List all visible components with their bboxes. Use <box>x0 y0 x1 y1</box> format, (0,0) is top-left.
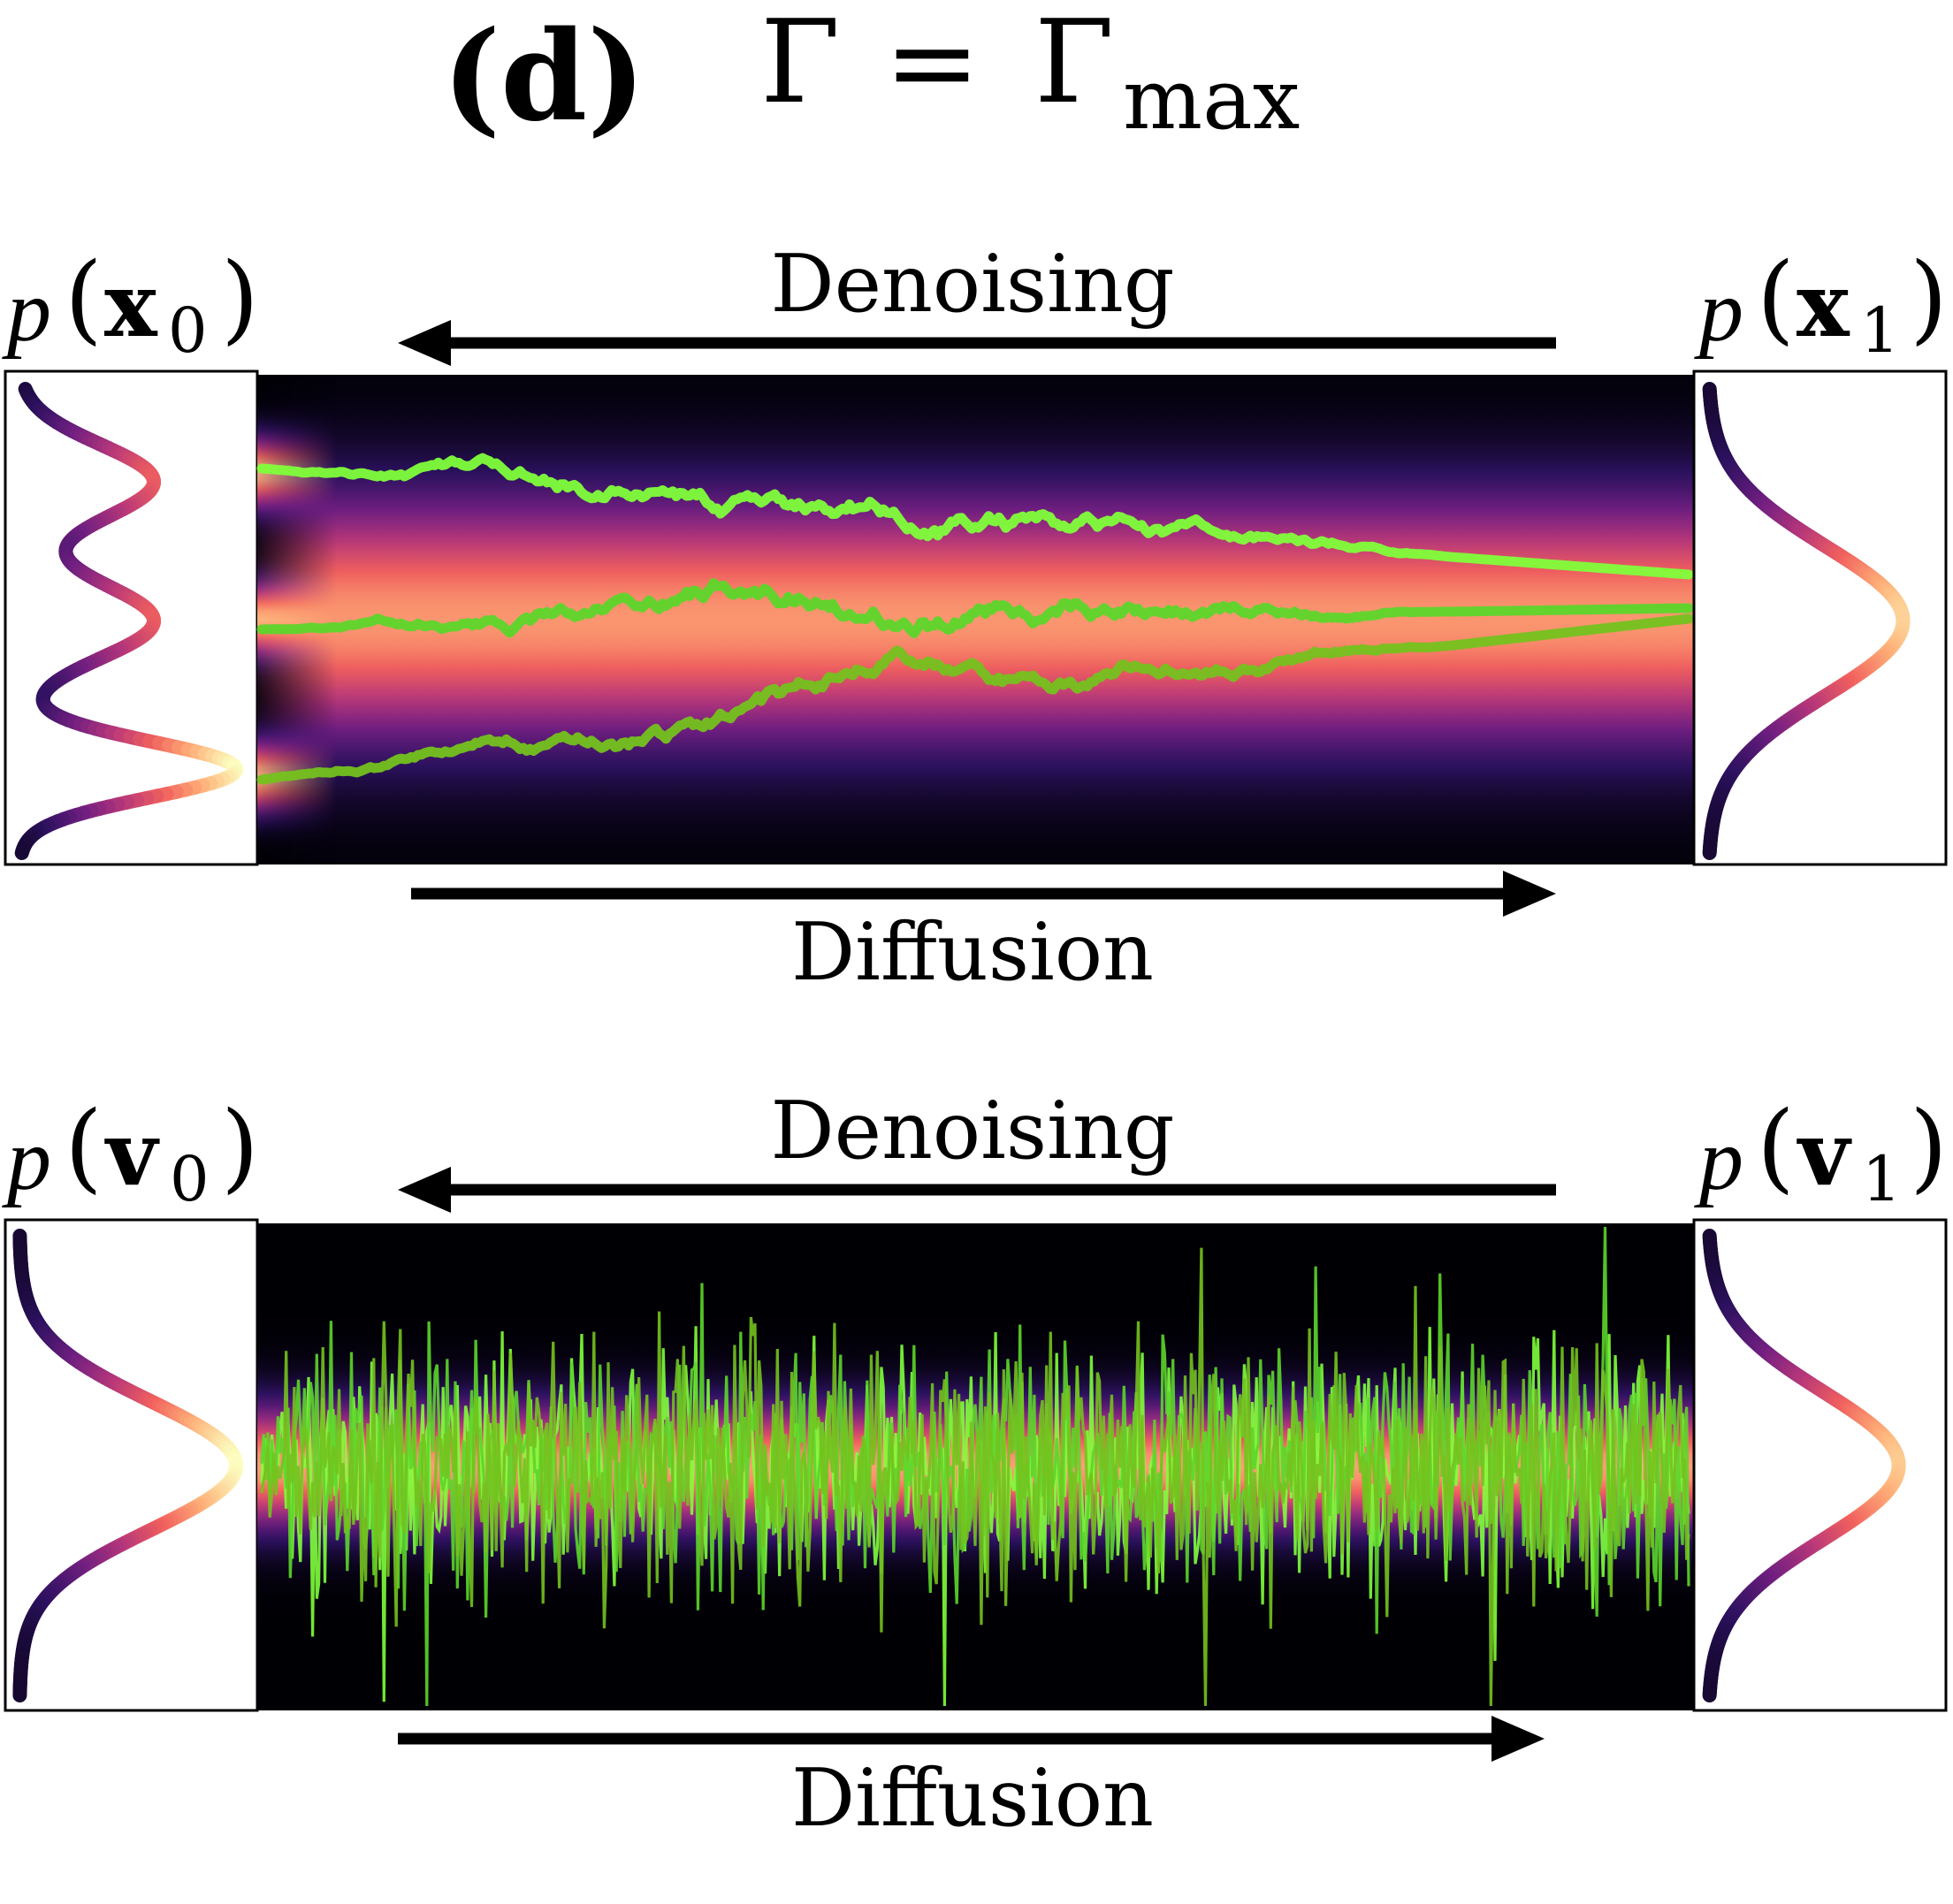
gamma-max-subscript: max <box>1123 51 1300 149</box>
label-p: p <box>1694 1110 1743 1208</box>
denoising-arrow <box>398 320 1556 366</box>
equals-sign: = <box>884 0 980 129</box>
trajectories <box>260 1226 1690 1707</box>
denoising-label: Denoising <box>771 1085 1175 1177</box>
density-curve-v0 <box>12 1229 243 1702</box>
density-curve-x1 <box>1702 382 1911 860</box>
figure-title: (d) Γ = Γ max <box>442 0 1300 149</box>
heatmap-left-edge <box>257 375 337 864</box>
label-p-v1: p ( v 1 ) <box>1694 1090 1948 1215</box>
diffusion-label: Diffusion <box>791 1752 1154 1845</box>
panel-velocity: p ( v 0 ) p ( v 1 ) Denoising Diffusion <box>2 1085 1948 1845</box>
label-p-x0: p ( x 0 ) <box>2 241 259 367</box>
trajectories <box>256 453 1694 785</box>
label-p-v0: p ( v 0 ) <box>2 1090 259 1215</box>
density-curve-v1 <box>1702 1229 1906 1702</box>
gamma-max-symbol: Γ <box>1034 0 1114 129</box>
label-p: p <box>2 1110 51 1208</box>
label-var: v <box>104 1101 160 1206</box>
label-sub: 0 <box>168 294 208 367</box>
label-close-paren: ) <box>1910 241 1948 354</box>
panel-position: p ( x 0 ) p ( x 1 ) Denoising Diffusion <box>2 238 1948 999</box>
right-density-box <box>1692 1218 1948 1712</box>
label-var: v <box>1797 1101 1852 1206</box>
density-curve-x0 <box>14 382 243 860</box>
label-open-paren: ( <box>1757 241 1795 354</box>
label-var: x <box>1797 253 1850 357</box>
left-density-box <box>4 1218 259 1712</box>
trajectory-line <box>256 578 1694 638</box>
denoising-label: Denoising <box>771 238 1175 331</box>
label-p: p <box>2 262 51 360</box>
label-sub: 0 <box>170 1143 210 1215</box>
label-close-paren: ) <box>221 241 259 354</box>
diffusion-label: Diffusion <box>791 906 1154 999</box>
label-open-paren: ( <box>65 1090 103 1203</box>
diffusion-arrow <box>411 871 1556 917</box>
trajectory-line <box>256 613 1694 785</box>
label-close-paren: ) <box>1910 1090 1948 1203</box>
diffusion-arrow <box>398 1716 1545 1762</box>
label-open-paren: ( <box>1757 1090 1795 1203</box>
trajectory-line <box>256 453 1694 580</box>
label-sub: 1 <box>1860 294 1900 367</box>
label-close-paren: ) <box>221 1090 259 1203</box>
panel-label: (d) <box>442 4 645 149</box>
label-open-paren: ( <box>65 241 103 354</box>
label-var: x <box>104 253 158 357</box>
trajectory-line <box>260 1247 1690 1707</box>
density-segment <box>14 843 30 860</box>
denoising-arrow <box>398 1167 1556 1213</box>
gamma-symbol: Γ <box>760 0 840 129</box>
label-p-x1: p ( x 1 ) <box>1694 241 1948 367</box>
left-density-box <box>4 369 259 866</box>
label-p: p <box>1694 262 1743 360</box>
label-sub: 1 <box>1862 1143 1902 1215</box>
